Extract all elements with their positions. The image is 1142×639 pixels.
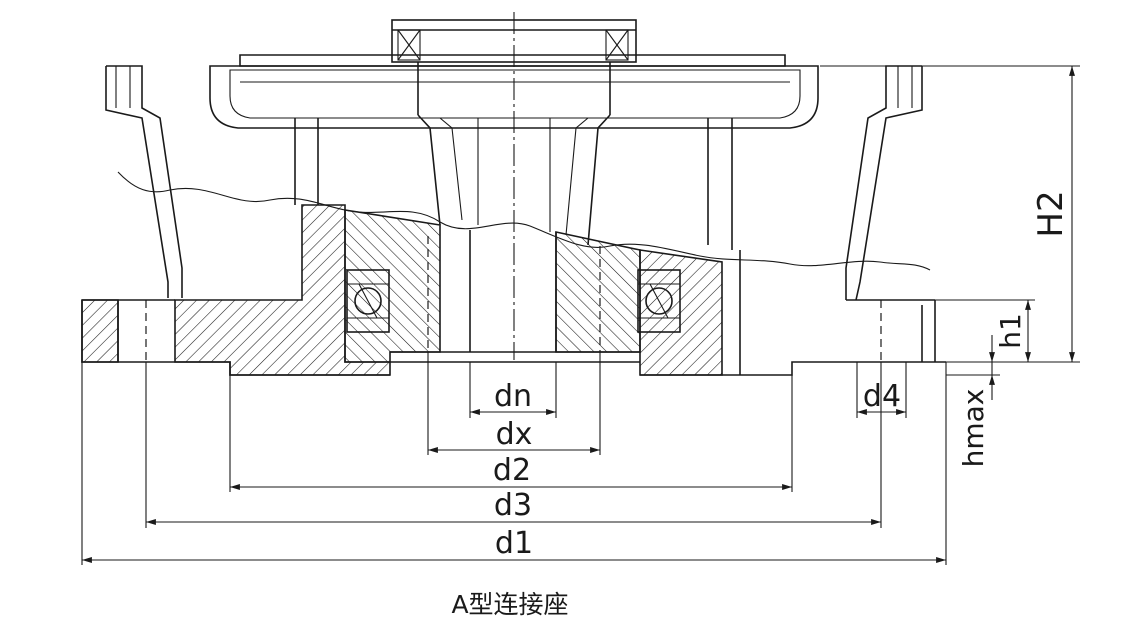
label-H2: H2 <box>1031 190 1071 237</box>
label-d3: d3 <box>494 488 532 523</box>
label-d2: d2 <box>493 453 531 488</box>
label-h1: h1 <box>994 313 1027 349</box>
label-d4: d4 <box>863 379 901 414</box>
figure-caption: A型连接座 <box>451 590 569 619</box>
extension-lines <box>81 65 1080 565</box>
ribs <box>294 62 733 250</box>
right-bearing <box>637 269 681 333</box>
label-hmax: hmax <box>957 389 990 468</box>
left-housing <box>105 65 183 298</box>
base-outline <box>81 230 946 376</box>
label-dn: dn <box>494 379 532 414</box>
technical-drawing: dn dx d2 d3 d1 d4 H2 h1 hmax <box>81 12 1080 565</box>
label-d1: d1 <box>495 526 533 561</box>
label-dx: dx <box>496 417 533 452</box>
dimension-lines <box>82 66 1075 563</box>
break-line <box>117 171 931 271</box>
left-bearing <box>346 269 390 333</box>
upper-flange <box>209 54 819 129</box>
base-section <box>81 204 723 376</box>
